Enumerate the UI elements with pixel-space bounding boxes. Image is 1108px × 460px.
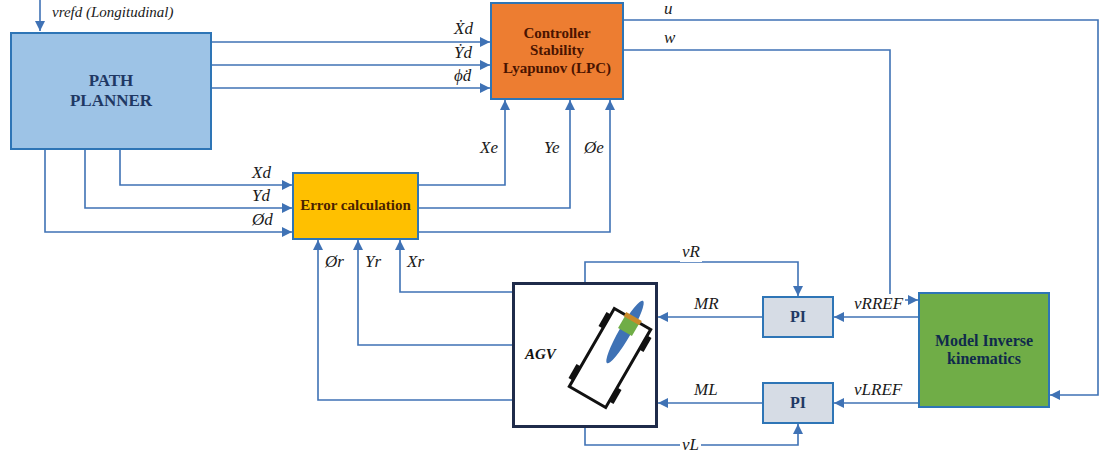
signal-connector — [419, 100, 505, 185]
signal-label: Øe — [582, 138, 606, 158]
node-label: AGV — [525, 346, 556, 363]
signal-label: Ye — [542, 138, 561, 158]
signal-connector — [624, 20, 1098, 395]
signal-connector — [358, 240, 512, 345]
signal-connector — [120, 150, 292, 185]
signal-label: Xr — [405, 252, 426, 272]
signal-label: vR — [680, 242, 702, 262]
node-label: PATH PLANNER — [56, 71, 166, 110]
process-box: Error calculation — [292, 172, 419, 240]
vehicle-box: AGV — [512, 282, 658, 428]
signal-label: Xe — [478, 138, 500, 158]
signal-connector — [212, 64, 490, 66]
node-label: Error calculation — [300, 197, 411, 214]
controller-block: PI — [762, 382, 834, 424]
signal-label: Ẋd — [452, 19, 475, 39]
controller-box: Controller Stability Lyapunov (LPC) — [490, 2, 624, 100]
signal-label: ϕ̇d — [452, 66, 473, 86]
signal-label: vL — [680, 435, 701, 455]
signal-label: Ẏd — [452, 43, 474, 63]
input-label: vrefd (Longitudinal) — [50, 2, 176, 22]
agv-illustration — [565, 288, 666, 410]
signal-connector — [45, 150, 292, 232]
process-box: Model Inverse kinematics — [918, 292, 1050, 408]
signal-label: Yr — [363, 252, 383, 272]
signal-connector — [658, 316, 762, 318]
node-label: Model Inverse kinematics — [926, 332, 1042, 369]
node-label: PI — [790, 308, 806, 326]
signal-connector — [419, 100, 610, 232]
signal-connector — [400, 240, 512, 292]
vehicle-arm — [602, 298, 648, 366]
signal-label: Xd — [250, 163, 273, 183]
controller-block: PI — [762, 296, 834, 338]
signal-connector — [585, 262, 798, 296]
signal-label: MR — [692, 294, 721, 314]
signal-connector — [419, 100, 570, 208]
node-label: PI — [790, 394, 806, 412]
node-label: Controller Stability Lyapunov (LPC) — [498, 25, 616, 77]
signal-label: Yd — [250, 186, 272, 206]
signal-connector — [834, 402, 918, 404]
signal-label: vLREF — [852, 380, 904, 400]
signal-connector — [212, 41, 490, 43]
signal-label: vRREF — [852, 294, 905, 314]
signal-label: w — [662, 28, 677, 48]
input-arrow — [39, 0, 41, 31]
planner-box: PATH PLANNER — [10, 32, 212, 150]
signal-label: Ør — [323, 252, 346, 272]
signal-label: u — [662, 0, 675, 19]
signal-label: ML — [692, 380, 720, 400]
sensor-bar — [624, 312, 642, 325]
signal-label: Ød — [250, 210, 275, 230]
signal-connector — [834, 316, 918, 318]
signal-connector — [212, 87, 490, 89]
signal-connector — [318, 240, 512, 400]
signal-connector — [85, 150, 292, 208]
signal-connector — [658, 402, 762, 404]
